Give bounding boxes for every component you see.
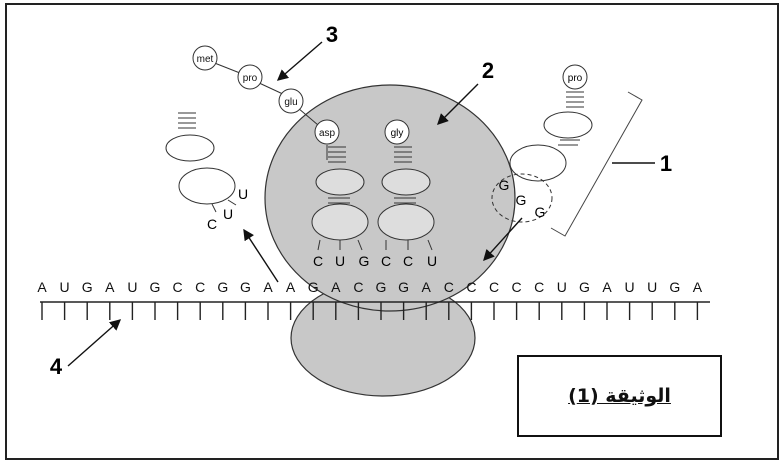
mrna-base: G — [579, 279, 590, 295]
mrna-base: G — [398, 279, 409, 295]
trna-leaving-anticodon: C — [207, 216, 217, 232]
trna-p-site — [311, 146, 369, 251]
mrna-base: G — [217, 279, 228, 295]
mrna-base: U — [60, 279, 70, 295]
mrna-base: U — [647, 279, 657, 295]
mrna-base: G — [82, 279, 93, 295]
amino-acid-label: pro — [243, 73, 258, 84]
trna-a-site — [377, 119, 435, 251]
trna-incoming-anticodon: G — [499, 177, 510, 193]
amino-acid-glu — [278, 88, 304, 114]
arrow-to-large-subunit — [437, 83, 479, 125]
mrna-base: A — [693, 279, 703, 295]
mrna-base: C — [512, 279, 522, 295]
trna-incoming — [491, 64, 593, 223]
arrow-to-peptide — [276, 41, 323, 81]
mrna-base: A — [286, 279, 296, 295]
mrna-base: A — [263, 279, 273, 295]
mrna-base: C — [444, 279, 454, 295]
mrna-base: C — [489, 279, 499, 295]
peptide-chain: met pro glu asp — [192, 45, 340, 160]
mrna-base: G — [669, 279, 680, 295]
trna-p-anticodon: U — [335, 253, 345, 269]
arrow-to-mrna — [67, 319, 122, 367]
figure-frame — [5, 3, 779, 460]
amino-acid-pro — [237, 64, 263, 90]
mrna-base: C — [353, 279, 363, 295]
mrna-base: A — [105, 279, 115, 295]
amino-acid-label: met — [197, 54, 214, 65]
trna-leaving-anticodon: U — [238, 186, 248, 202]
callout-3: 3 — [326, 22, 338, 47]
document-label-box: الوثيقة (1) — [517, 355, 722, 437]
mrna-base: A — [37, 279, 47, 295]
arrows — [67, 41, 655, 367]
amino-acid-label: pro — [568, 73, 583, 84]
trna-p-anticodon: C — [313, 253, 323, 269]
bracket — [550, 91, 643, 237]
amino-acid-asp — [314, 119, 340, 145]
mrna-base: U — [557, 279, 567, 295]
mrna-base: A — [422, 279, 432, 295]
mrna-base: G — [376, 279, 387, 295]
mrna-base: C — [534, 279, 544, 295]
amino-acid-label: gly — [391, 128, 404, 139]
mrna-base: C — [173, 279, 183, 295]
document-title: الوثيقة (1) — [568, 385, 671, 407]
mrna-base: G — [240, 279, 251, 295]
callout-1: 1 — [660, 151, 672, 176]
mrna-base: A — [602, 279, 612, 295]
mrna-base: C — [466, 279, 476, 295]
trna-a-anticodon: C — [403, 253, 413, 269]
trna-a-anticodon: C — [381, 253, 391, 269]
mrna-base: U — [625, 279, 635, 295]
callout-2: 2 — [482, 58, 494, 83]
callout-4: 4 — [50, 354, 63, 379]
trna-incoming-anticodon: G — [516, 192, 527, 208]
mrna-base: C — [195, 279, 205, 295]
trna-a-anticodon: U — [427, 253, 437, 269]
ribosome-large-subunit — [264, 84, 516, 312]
mrna-base: G — [150, 279, 161, 295]
trna-leaving — [165, 112, 237, 213]
amino-acid-label: glu — [284, 97, 297, 108]
mrna-base: A — [331, 279, 341, 295]
arrow-trna-entry — [483, 217, 523, 262]
amino-acid-label: asp — [319, 128, 336, 139]
trna-leaving-anticodon: U — [223, 206, 233, 222]
mrna-base: G — [308, 279, 319, 295]
amino-acid-met — [192, 45, 218, 71]
arrow-trna-exit — [243, 228, 279, 283]
mrna-base: U — [127, 279, 137, 295]
trna-incoming-anticodon: G — [535, 204, 546, 220]
trna-p-anticodon: G — [359, 253, 370, 269]
